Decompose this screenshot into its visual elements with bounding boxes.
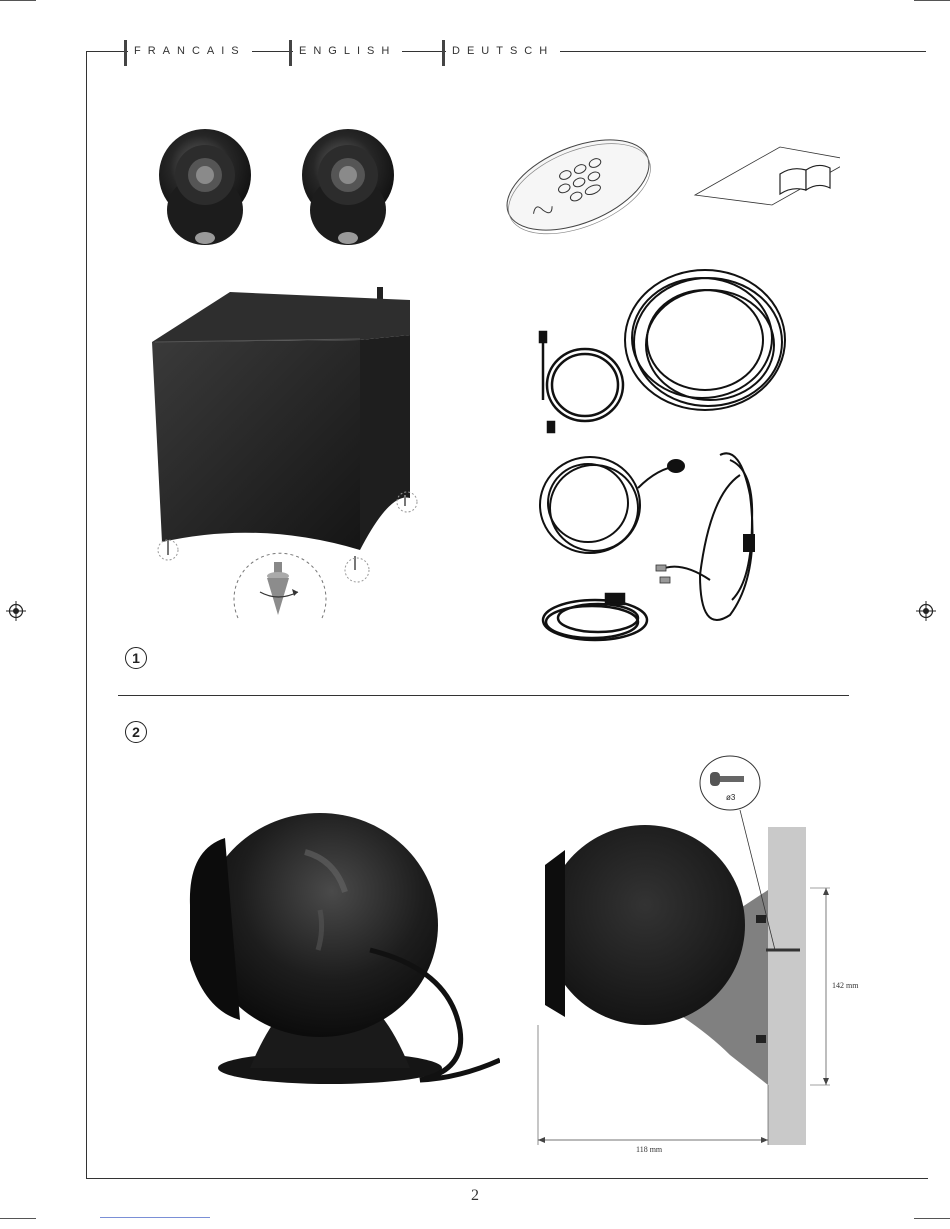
registration-mark-right (916, 601, 936, 621)
tab-deutsch[interactable]: DEUTSCH (446, 45, 560, 59)
height-dimension-label: 142 mm (832, 981, 859, 990)
ir-receiver-cable (540, 457, 684, 553)
wall (768, 827, 806, 1145)
frame-bottom-rule (86, 1178, 928, 1179)
speaker-on-stand-illustration (170, 810, 500, 1090)
rca-audio-cable (656, 453, 754, 620)
crop-mark-top-left (0, 0, 36, 1)
page-number: 2 (0, 1187, 950, 1205)
crop-mark-bottom-right (914, 1218, 950, 1219)
tab-francais[interactable]: FRANCAIS (128, 45, 252, 59)
wall-mount-diagram: ø3 142 mm 118 mm (530, 755, 870, 1165)
speaker-cable-long (625, 270, 785, 410)
power-cable (543, 594, 647, 640)
step-number-1: 1 (125, 647, 147, 669)
satellite-speaker-right (302, 129, 394, 245)
spike-detail (234, 553, 326, 618)
tab-divider (289, 40, 292, 66)
footer-link-rule (100, 1217, 210, 1218)
subwoofer (152, 287, 417, 582)
satellite-speaker-left (159, 129, 251, 245)
box-contents-illustration (120, 110, 840, 670)
remote-control (494, 122, 663, 252)
crop-mark-bottom-left (0, 1218, 36, 1219)
registration-mark-left (6, 601, 26, 621)
tab-divider (442, 40, 445, 66)
screw-diameter-label: ø3 (726, 793, 736, 802)
section-divider (118, 695, 849, 696)
tab-divider (124, 40, 127, 66)
step-number-2: 2 (125, 721, 147, 743)
width-dimension-label: 118 mm (636, 1145, 663, 1154)
user-manual-icon (695, 147, 840, 205)
frame-left-rule (86, 51, 87, 1179)
crop-mark-top-right (914, 0, 950, 1)
tab-english[interactable]: ENGLISH (293, 45, 402, 59)
optical-cable (540, 332, 623, 432)
